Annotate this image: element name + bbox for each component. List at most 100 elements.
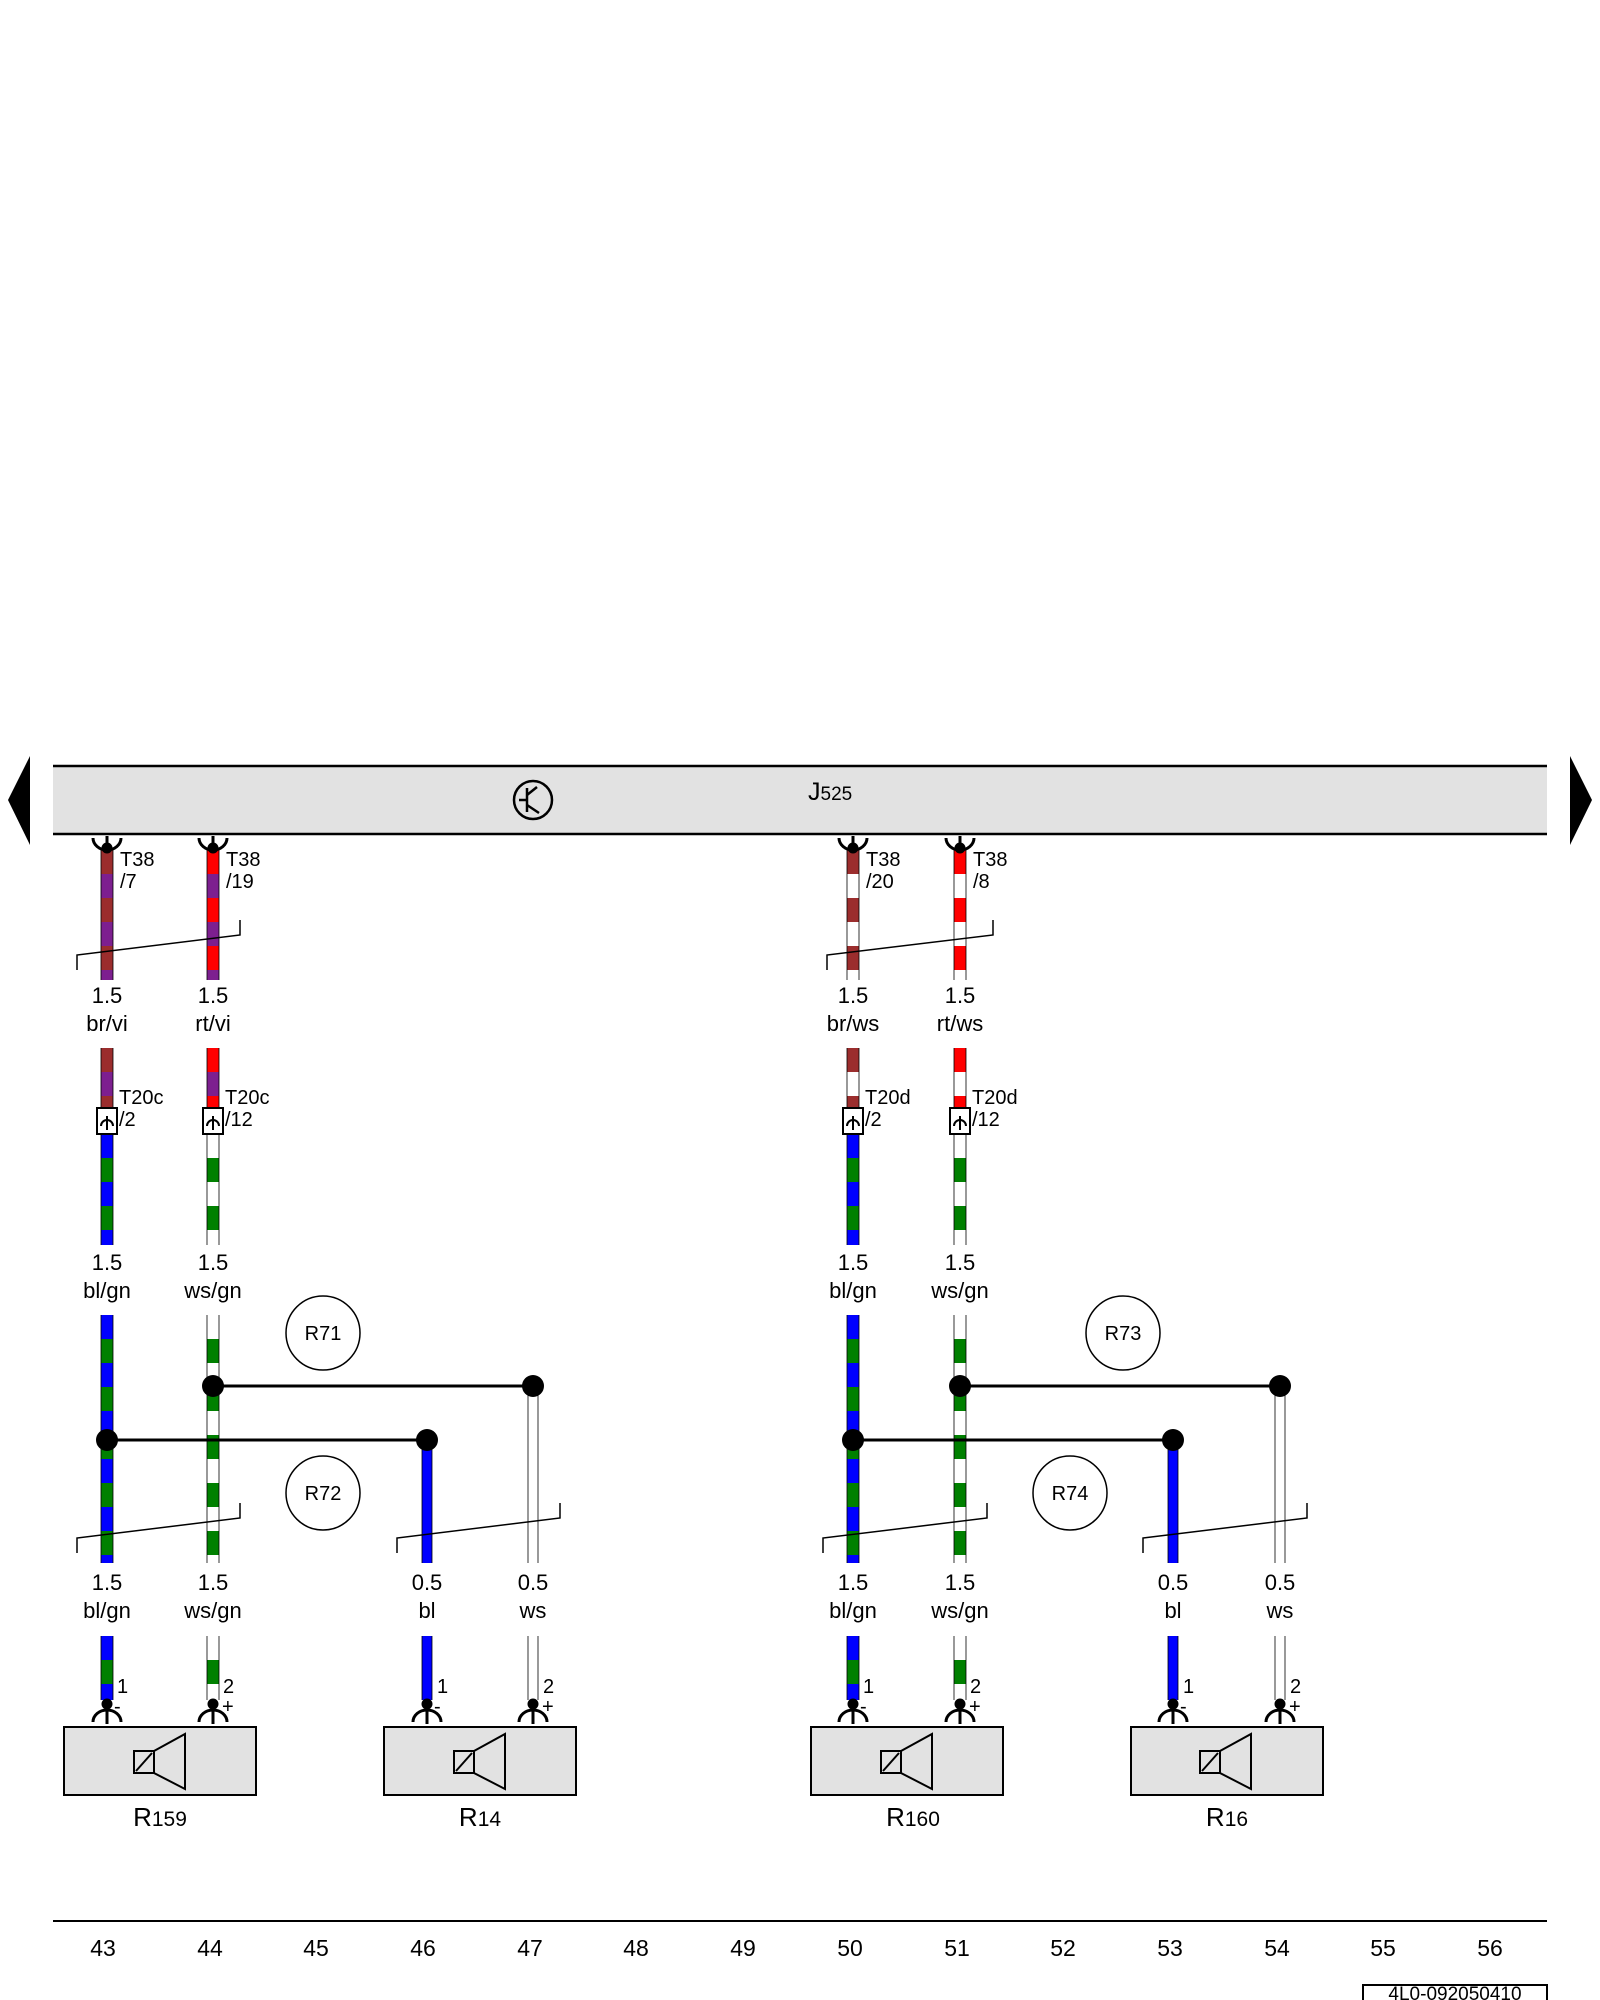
junctions bbox=[107, 1384, 1280, 1442]
connection-markers: R71 R72 R73 R74 bbox=[285, 1295, 1161, 1531]
speaker-terminal-icons bbox=[91, 1698, 1296, 1724]
connector-label: T38 bbox=[866, 849, 900, 871]
pin-polarity: + bbox=[1289, 1696, 1301, 1718]
connector-pin: /8 bbox=[973, 871, 990, 893]
terminal-icon bbox=[1157, 1698, 1189, 1724]
wire-size: 1.5 bbox=[92, 1250, 123, 1275]
track-number: 55 bbox=[1370, 1935, 1396, 1961]
speaker-label: R14 bbox=[459, 1802, 501, 1832]
wire-46-lower bbox=[421, 1440, 433, 1563]
connector-label: T20d bbox=[972, 1087, 1018, 1109]
terminal-icon bbox=[197, 836, 229, 854]
wire-color-code: bl/gn bbox=[83, 1278, 131, 1303]
wire-color-code: bl bbox=[1164, 1598, 1181, 1623]
wire-44-mid-top bbox=[206, 1048, 220, 1108]
wire-51-mid-bottom bbox=[953, 1134, 967, 1245]
speaker-icon bbox=[1199, 1732, 1252, 1791]
wire-labels: 1.5 br/vi 1.5 rt/vi 1.5 br/ws 1.5 rt/ws … bbox=[83, 983, 1295, 1623]
pin-polarity: + bbox=[969, 1696, 981, 1718]
wire-43-mid-bottom bbox=[100, 1134, 114, 1245]
pin-number: 2 bbox=[970, 1676, 981, 1698]
wire-54-bottom bbox=[1274, 1636, 1286, 1700]
wire-color-code: rt/ws bbox=[937, 1011, 983, 1036]
connector-pin: /20 bbox=[866, 871, 894, 893]
connector-pin-icon bbox=[949, 1107, 971, 1135]
junction-node bbox=[522, 1375, 544, 1397]
terminal-icon bbox=[197, 1698, 229, 1724]
wire-color-code: ws/gn bbox=[930, 1278, 988, 1303]
wire-50-mid-bottom bbox=[846, 1134, 860, 1245]
track-number: 44 bbox=[197, 1935, 223, 1961]
next-page-arrow-icon[interactable] bbox=[1570, 756, 1592, 845]
junction-nodes bbox=[96, 1375, 1291, 1451]
wire-50-upper bbox=[846, 850, 860, 980]
pin-polarity: - bbox=[1180, 1696, 1187, 1718]
pin-number: 2 bbox=[223, 1676, 234, 1698]
connector-pin: /12 bbox=[972, 1109, 1000, 1131]
connector-pin: /2 bbox=[865, 1109, 882, 1131]
twisted-pair-symbols bbox=[76, 920, 1308, 1553]
wire-44-bottom bbox=[206, 1636, 220, 1700]
speaker-label: R159 bbox=[133, 1802, 187, 1832]
track-numbers: 43 44 45 46 47 48 49 50 51 52 53 54 55 5… bbox=[90, 1935, 1503, 1961]
pin-number: 2 bbox=[543, 1676, 554, 1698]
wire-size: 1.5 bbox=[92, 1570, 123, 1595]
connector-label: T20c bbox=[225, 1087, 269, 1109]
wire-43-bottom bbox=[100, 1636, 114, 1700]
wire-color-code: br/ws bbox=[827, 1011, 880, 1036]
wire-size: 1.5 bbox=[198, 983, 229, 1008]
wire-color-code: ws/gn bbox=[930, 1598, 988, 1623]
wire-size: 1.5 bbox=[838, 1570, 869, 1595]
connector-pin: /7 bbox=[120, 871, 137, 893]
terminal-icon bbox=[411, 1698, 443, 1724]
connector-label: T20c bbox=[119, 1087, 163, 1109]
wire-47-lower bbox=[527, 1386, 539, 1563]
terminal-icon bbox=[944, 1698, 976, 1724]
track-number: 53 bbox=[1157, 1935, 1183, 1961]
wire-51-bottom bbox=[953, 1636, 967, 1700]
wire-size: 1.5 bbox=[838, 1250, 869, 1275]
connection-label: R72 bbox=[305, 1483, 342, 1505]
connection-r74: R74 bbox=[1032, 1455, 1108, 1531]
twisted-pair-icon bbox=[822, 1503, 988, 1553]
transistor-icon bbox=[512, 779, 554, 821]
control-unit-j525: J525 bbox=[53, 764, 1547, 836]
wire-size: 1.5 bbox=[838, 983, 869, 1008]
track-number: 51 bbox=[944, 1935, 970, 1961]
wire-53-bottom bbox=[1167, 1636, 1179, 1700]
track-number: 48 bbox=[623, 1935, 649, 1961]
wire-51-upper bbox=[953, 850, 967, 980]
speaker-r159: R159 bbox=[63, 1726, 257, 1832]
wire-53-lower bbox=[1167, 1440, 1179, 1563]
wire-50-mid-top bbox=[846, 1048, 860, 1108]
junction-node bbox=[96, 1429, 118, 1451]
junction-node bbox=[842, 1429, 864, 1451]
connection-label: R73 bbox=[1105, 1323, 1142, 1345]
terminal-icon bbox=[837, 836, 869, 854]
wire-44-mid-bottom bbox=[206, 1134, 220, 1245]
connection-r71: R71 bbox=[285, 1295, 361, 1371]
previous-page-arrow-icon[interactable] bbox=[8, 756, 30, 845]
pin-number: 1 bbox=[1183, 1676, 1194, 1698]
top-connector-labels: T38 /7 T38 /19 T38 /20 T38 /8 bbox=[120, 849, 1007, 893]
connector-pin: /2 bbox=[119, 1109, 136, 1131]
control-unit-label: J525 bbox=[808, 778, 852, 806]
wire-51-mid-top bbox=[953, 1048, 967, 1108]
track-number: 54 bbox=[1264, 1935, 1290, 1961]
mid-connector-icons bbox=[96, 1107, 971, 1135]
wire-color-code: ws/gn bbox=[183, 1278, 241, 1303]
terminal-icon bbox=[91, 836, 123, 854]
speaker-icon bbox=[453, 1732, 506, 1791]
speaker-label: R160 bbox=[886, 1802, 940, 1832]
twisted-pair-icon bbox=[826, 920, 994, 970]
wire-size: 0.5 bbox=[1265, 1570, 1296, 1595]
wire-size: 1.5 bbox=[945, 983, 976, 1008]
wire-size: 0.5 bbox=[518, 1570, 549, 1595]
wire-47-bottom bbox=[527, 1636, 539, 1700]
track-number: 49 bbox=[730, 1935, 756, 1961]
wire-43-upper bbox=[100, 850, 114, 980]
connector-pin-icon bbox=[842, 1107, 864, 1135]
wire-segments bbox=[100, 850, 1286, 1700]
track-number: 46 bbox=[410, 1935, 436, 1961]
wire-color-code: ws/gn bbox=[183, 1598, 241, 1623]
